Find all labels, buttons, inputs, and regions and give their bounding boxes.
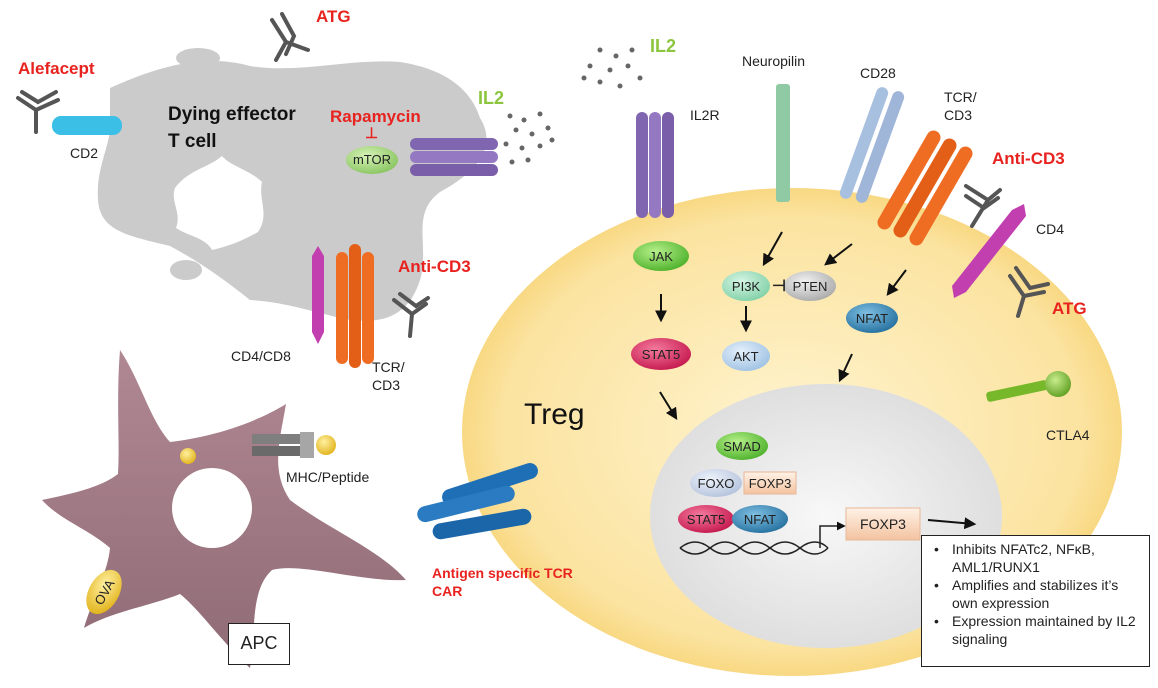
transcription-start-arrow xyxy=(819,521,846,548)
arrow-neuropilin-pi3k xyxy=(762,231,783,267)
anti-cd3-right-label: Anti-CD3 xyxy=(992,149,1065,168)
smad-node xyxy=(716,432,768,460)
tcr-right-label-line2: CD3 xyxy=(944,107,972,123)
atg-top-label: ATG xyxy=(316,7,351,26)
akt-label: AKT xyxy=(733,349,758,364)
arrow-nfat-nucleus xyxy=(838,353,853,383)
il2r-treg xyxy=(636,112,674,218)
ova-node xyxy=(86,569,122,615)
dying-cell-nucleus xyxy=(173,156,264,250)
pi3k-label: PI3K xyxy=(732,279,761,294)
dying-cell-title-line1: Dying effector xyxy=(168,104,296,125)
arrow-tcr-pten xyxy=(824,243,853,266)
cd4-cd8-label: CD4/CD8 xyxy=(231,348,291,364)
neuropilin-label: Neuropilin xyxy=(742,53,805,69)
alefacept-label: Alefacept xyxy=(18,59,95,78)
atg-right-label: ATG xyxy=(1052,299,1087,318)
jak-node xyxy=(633,241,689,271)
pten-label: PTEN xyxy=(793,279,828,294)
tcr-cd3-dying-cell xyxy=(336,244,374,368)
atg-antibody-icon xyxy=(270,12,310,62)
il2r-dying-cell xyxy=(410,138,498,176)
cd4-cd8-receptor xyxy=(312,246,324,344)
foxp3-protein-box xyxy=(743,471,797,495)
stat5-label: STAT5 xyxy=(642,347,681,362)
pten-inhibit-symbol: ⊣ xyxy=(772,278,786,295)
car-label: CAR xyxy=(432,583,462,599)
il2-left-label: IL2 xyxy=(478,88,504,108)
anti-cd3-antibody-left-icon xyxy=(392,292,430,338)
il2-dots-top xyxy=(581,47,643,89)
antigen-tcr-label: Antigen specific TCR xyxy=(432,565,573,581)
neuropilin-receptor xyxy=(776,84,790,202)
mtor-label: mTOR xyxy=(353,152,391,167)
atg-antibody-right-icon xyxy=(1008,266,1050,318)
rapamycin-label: Rapamycin xyxy=(330,107,421,126)
cd2-label: CD2 xyxy=(70,145,98,161)
apc-nucleus xyxy=(172,468,252,548)
cd28-label: CD28 xyxy=(860,65,896,81)
nfat-node xyxy=(846,303,898,333)
ctla4-ball xyxy=(1045,371,1071,397)
ctla4-label: CTLA4 xyxy=(1046,427,1090,443)
signaling-arrows xyxy=(655,231,977,530)
il2-dots-left xyxy=(503,111,555,165)
apc-label-box: APC xyxy=(228,623,290,665)
note-item: Expression maintained by IL2 signaling xyxy=(930,612,1143,648)
dna-helix-icon xyxy=(679,541,829,555)
tcr-right-label-line1: TCR/ xyxy=(944,89,977,105)
mhc-peptide-icon xyxy=(252,432,336,458)
stat5-node xyxy=(631,338,691,370)
tcr-cd3-treg xyxy=(877,130,973,246)
cd28-receptor xyxy=(839,87,905,203)
antigen-specific-tcr xyxy=(417,463,538,540)
smad-label: SMAD xyxy=(723,439,761,454)
pten-node xyxy=(784,271,836,301)
cd2-receptor xyxy=(52,116,122,135)
mtor-node xyxy=(346,146,398,174)
anti-cd3-left-label: Anti-CD3 xyxy=(398,257,471,276)
ctla4-stalk xyxy=(986,380,1048,402)
cd4-receptor xyxy=(952,204,1026,298)
anti-cd3-antibody-right-icon xyxy=(964,184,1002,228)
nfat-nucleus-label: NFAT xyxy=(744,512,776,527)
jak-label: JAK xyxy=(649,249,673,264)
foxp3-gene-box xyxy=(845,507,921,541)
tcr-left-label-line1: TCR/ xyxy=(372,359,405,375)
tcr-left-label-line2: CD3 xyxy=(372,377,400,393)
apc-peptide-dot xyxy=(180,448,196,464)
foxo-label: FOXO xyxy=(698,476,735,491)
foxp3-notes-list: Inhibits NFATc2, NFκB, AML1/RUNX1 Amplif… xyxy=(930,540,1143,648)
foxp3-gene-label: FOXP3 xyxy=(860,516,906,532)
arrow-stat5-nucleus xyxy=(659,391,678,421)
akt-node xyxy=(722,341,770,371)
alefacept-antibody-icon xyxy=(16,90,60,134)
dying-effector-t-cell xyxy=(97,48,487,321)
cd4-label: CD4 xyxy=(1036,221,1064,237)
foxo-node xyxy=(690,469,742,497)
rapamycin-inhibit-symbol: ⊥ xyxy=(365,125,378,142)
foxp3-protein-label: FOXP3 xyxy=(749,476,792,491)
apc-label: APC xyxy=(240,633,278,653)
nfat-nucleus-node xyxy=(732,505,788,533)
nfat-label: NFAT xyxy=(856,311,888,326)
mhc-label: MHC/Peptide xyxy=(286,469,369,485)
dying-cell-title-line2: T cell xyxy=(168,131,217,152)
pi3k-node xyxy=(722,271,770,301)
treg-label: Treg xyxy=(524,398,585,431)
note-item: Amplifies and stabilizes it’s own expres… xyxy=(930,576,1143,612)
arrow-foxp3-notes xyxy=(927,517,977,530)
note-item: Inhibits NFATc2, NFκB, AML1/RUNX1 xyxy=(930,540,1143,576)
arrow-tcr-nfat xyxy=(886,269,907,296)
foxp3-notes-box: Inhibits NFATc2, NFκB, AML1/RUNX1 Amplif… xyxy=(921,535,1150,667)
stat5-nucleus-node xyxy=(678,505,734,533)
stat5-nucleus-label: STAT5 xyxy=(687,512,726,527)
il2r-label: IL2R xyxy=(690,107,720,123)
il2-top-label: IL2 xyxy=(650,36,676,56)
